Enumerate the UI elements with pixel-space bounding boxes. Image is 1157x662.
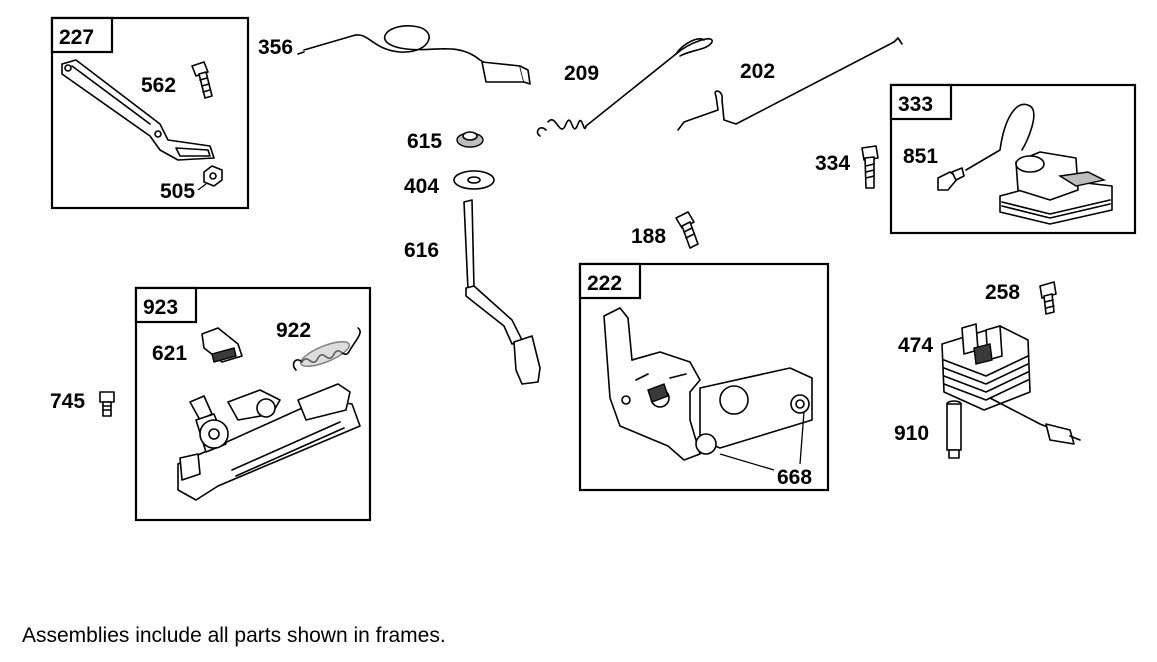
bolt-188 [675,211,699,249]
assembly-label-923: 923 [143,296,178,319]
assembly-label-333: 333 [898,93,933,116]
part-label-188: 188 [631,225,666,248]
bolt-334 [861,145,879,189]
part-label-356: 356 [258,36,293,59]
screw-745 [99,391,115,417]
washer-404 [453,170,495,190]
spark-plug-connector-851 [937,167,965,191]
extension-spring-922 [292,327,361,371]
part-label-474: 474 [898,334,933,357]
stop-switch-wire-356 [297,25,531,85]
governor-lever-arm [61,59,215,161]
part-label-615: 615 [407,130,442,153]
assembly-label-222: 222 [587,272,622,295]
part-label-621: 621 [152,342,187,365]
part-label-922: 922 [276,319,311,342]
assembly-frame-333: 333 [889,83,1137,235]
part-label-562: 562 [141,74,176,97]
control-lever-616 [463,199,541,385]
ignition-armature-333 [965,103,1113,225]
nut-505 [203,165,223,187]
part-label-616: 616 [404,239,439,262]
control-bracket-222 [603,307,813,461]
part-label-668: 668 [777,466,812,489]
assembly-frame-222: 222 [578,262,830,492]
grommet-615 [456,131,484,148]
part-label-505: 505 [160,180,195,203]
part-label-404: 404 [404,175,439,198]
governor-control-plate-923 [177,383,361,501]
screw-258 [1039,281,1057,315]
part-label-745: 745 [50,390,85,413]
throttle-link-202 [677,37,903,131]
part-label-851: 851 [903,145,938,168]
bolt-562 [191,61,213,99]
part-label-209: 209 [564,62,599,85]
spacer-910 [946,400,962,459]
assembly-frame-923: 923 [134,286,372,522]
assembly-frame-227: 227 [50,16,250,210]
ignition-module-474 [941,323,1081,445]
governor-spring-209 [536,38,713,137]
clip-621 [201,327,243,363]
diagram-caption: Assemblies include all parts shown in fr… [22,624,446,647]
part-label-258: 258 [985,281,1020,304]
part-label-334: 334 [815,152,850,175]
assembly-label-227: 227 [59,26,94,49]
part-label-910: 910 [894,422,929,445]
part-label-202: 202 [740,60,775,83]
